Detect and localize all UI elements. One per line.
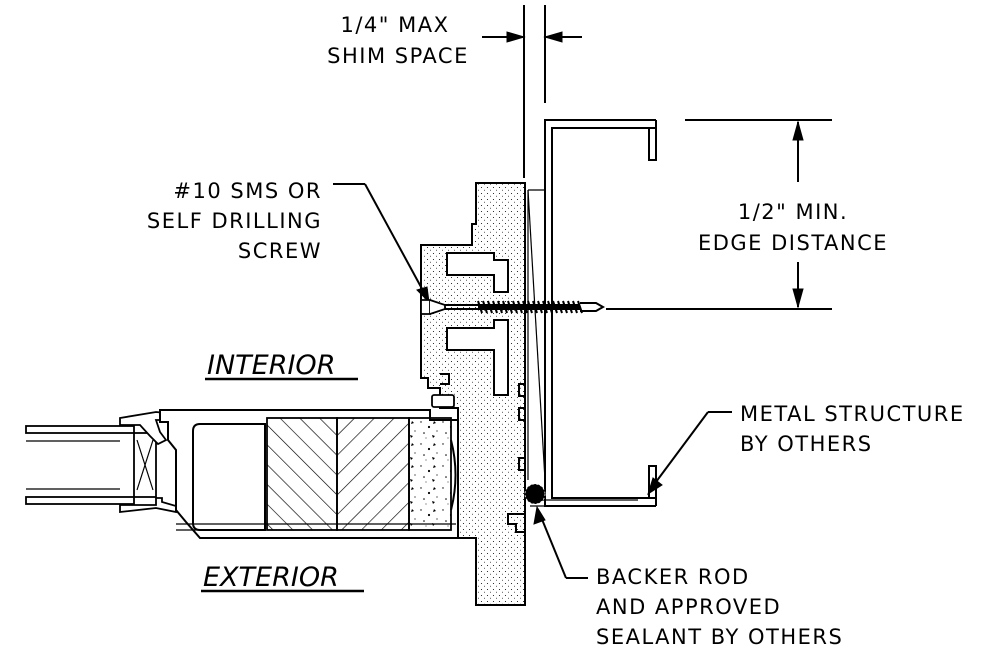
edge-arrow-bottom [792,288,804,309]
shim-arrow-right [543,31,563,43]
screw-label: #10 SMS OR SELF DRILLING SCREW [147,179,322,263]
edge-distance-line-2: EDGE DISTANCE [698,231,888,255]
hatch-block-2 [336,417,410,531]
shim-space-line-1: 1/4" MAX [340,13,449,37]
hatch-block-1 [266,417,338,531]
glass-pane-bottom [25,496,135,505]
shim-space-line-2: SHIM SPACE [327,44,469,68]
exterior-text: EXTERIOR [203,562,339,593]
exterior-label: EXTERIOR [201,562,364,593]
screw-line-3: SCREW [238,239,322,263]
backer-rod-line-3: SEALANT BY OTHERS [596,625,843,648]
shim-arrow-left [506,31,526,43]
edge-arrow-top [792,120,804,141]
metal-structure-line-1: METAL STRUCTURE [740,402,965,426]
screw [420,299,606,315]
interior-label: INTERIOR [205,350,358,381]
backer-rod [525,484,545,504]
backer-rod-line-2: AND APPROVED [596,595,781,619]
metal-structure-label: METAL STRUCTURE BY OTHERS [740,402,965,456]
backer-leader-arrow [533,505,546,525]
screw-line-2: SELF DRILLING [147,209,322,233]
metal-structure-line-2: BY OTHERS [740,432,873,456]
concrete-block [408,417,452,531]
glass-pane-top [25,425,135,434]
metal-leader [647,411,732,496]
frame-extrusion [420,182,526,606]
edge-distance-dimension [606,119,832,310]
edge-distance-line-1: 1/2" MIN. [738,200,848,224]
glazing-unit [25,409,459,539]
backer-rod-label: BACKER ROD AND APPROVED SEALANT BY OTHER… [596,565,843,648]
shim-space-label: 1/4" MAX SHIM SPACE [327,13,469,68]
backer-rod-leader [533,505,588,579]
shim-dimension [482,5,582,178]
interior-text: INTERIOR [207,350,335,381]
backer-rod-line-1: BACKER ROD [596,565,750,589]
screw-leader [333,183,430,304]
screw-shank [478,304,580,310]
shim-wedge [527,189,546,481]
metal-structure [530,119,657,507]
snap-bead [431,394,455,408]
edge-distance-label: 1/2" MIN. EDGE DISTANCE [698,200,888,255]
screw-line-1: #10 SMS OR [173,179,322,203]
